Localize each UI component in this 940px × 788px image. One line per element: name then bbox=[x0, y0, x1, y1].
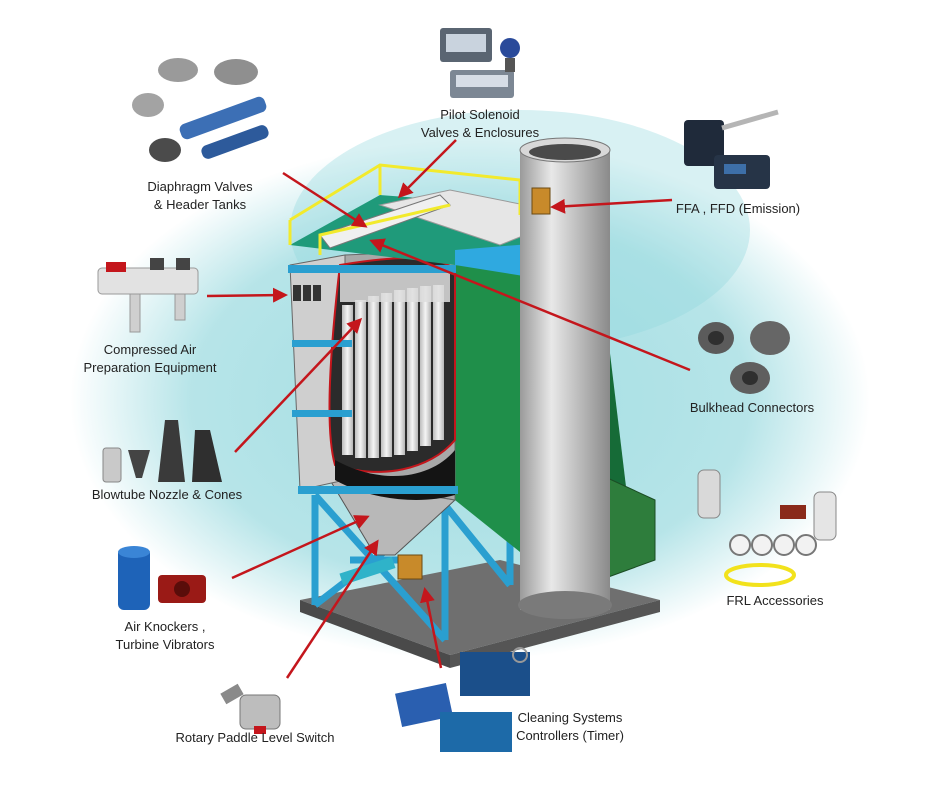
label-blowtube: Blowtube Nozzle & Cones bbox=[91, 487, 243, 502]
arrow-air-knockers bbox=[231, 515, 370, 580]
arrow-blowtube bbox=[234, 317, 363, 453]
label-ffa-ffd: FFA , FFD (Emission) bbox=[675, 201, 801, 216]
exhaust-stack bbox=[518, 137, 612, 619]
label-compressed-air: Compressed Air Preparation Equipment bbox=[83, 342, 217, 375]
label-rotary-paddle: Rotary Paddle Level Switch bbox=[175, 730, 335, 745]
bulkhead-connectors-thumbnail bbox=[698, 321, 790, 394]
arrow-rotary-paddle bbox=[285, 539, 379, 679]
ffa-ffd-thumbnail bbox=[684, 109, 779, 189]
arrow-cleaning-controllers bbox=[420, 587, 443, 669]
emission-monitor-box bbox=[531, 187, 551, 215]
wall-frl-unit bbox=[293, 285, 321, 301]
callout-arrows bbox=[206, 139, 691, 679]
label-diaphragm-valves: Diaphragm Valves & Header Tanks bbox=[147, 179, 253, 212]
air-knockers-thumbnail bbox=[118, 546, 206, 610]
label-pilot-solenoid: Pilot Solenoid Valves & Enclosures bbox=[420, 107, 540, 140]
arrow-diaphragm-valves bbox=[282, 171, 368, 228]
arrow-ffa-ffd bbox=[550, 198, 673, 214]
timer-box bbox=[397, 554, 423, 580]
label-air-knockers: Air Knockers , Turbine Vibrators bbox=[115, 619, 215, 652]
label-cleaning-systems: Cleaning Systems Controllers (Timer) bbox=[516, 710, 624, 743]
compressed-air-thumbnail bbox=[97, 258, 199, 333]
filter-bags bbox=[340, 270, 450, 458]
arrow-bulkhead bbox=[369, 238, 691, 372]
frame-bands bbox=[288, 265, 458, 494]
cleaning-controllers-thumbnail bbox=[395, 647, 530, 752]
label-bulkhead: Bulkhead Connectors bbox=[689, 400, 815, 415]
pilot-solenoid-thumbnail bbox=[440, 28, 520, 98]
diaphragm-valves-thumbnail bbox=[132, 58, 269, 162]
frl-accessories-thumbnail bbox=[697, 469, 837, 587]
label-frl: FRL Accessories bbox=[726, 593, 824, 608]
arrow-compressed-air bbox=[206, 287, 288, 303]
arrow-pilot-solenoid bbox=[397, 139, 457, 199]
blowtube-nozzle-thumbnail bbox=[102, 420, 222, 483]
rotary-paddle-thumbnail bbox=[220, 683, 281, 734]
